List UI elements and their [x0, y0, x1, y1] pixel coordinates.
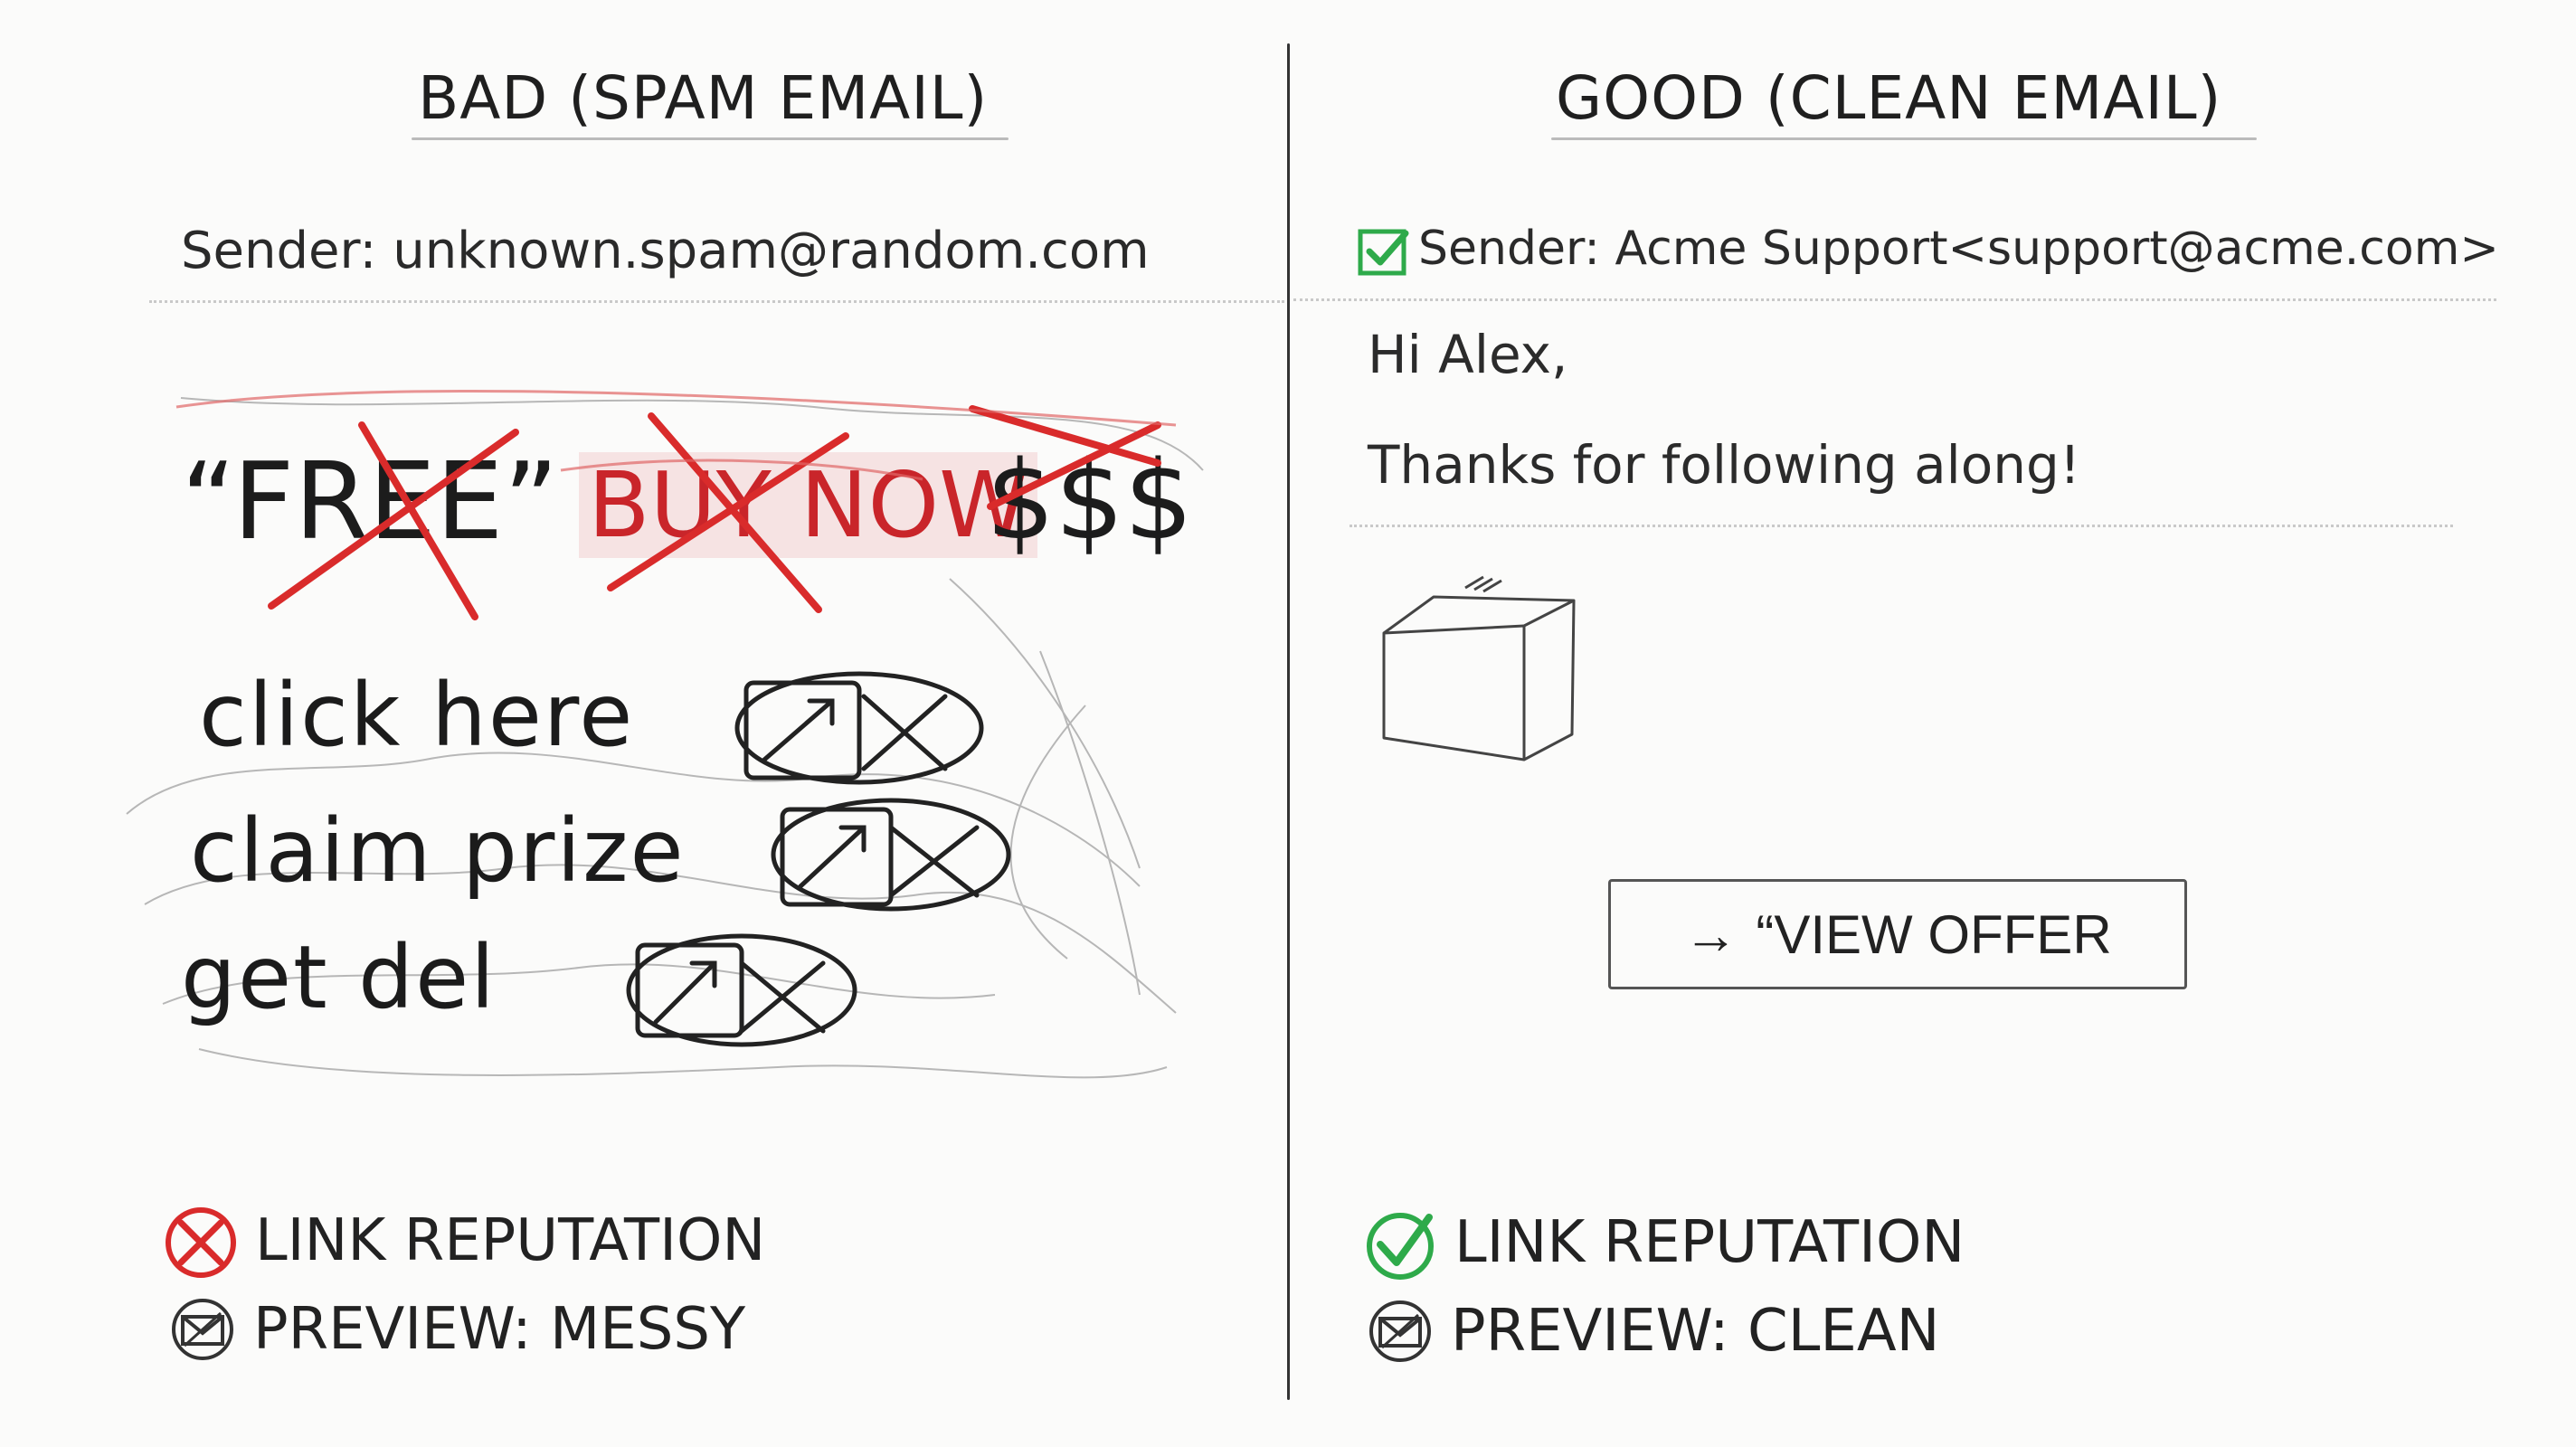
arrow-link-icon: [734, 671, 984, 785]
panel-divider: [1287, 43, 1290, 1400]
arrow-right-icon: →: [1683, 903, 1738, 965]
red-strikethrough: [175, 390, 1177, 620]
arrow-link-icon: [771, 798, 1011, 912]
divider-dotted: [149, 300, 1284, 303]
view-offer-button[interactable]: → “VIEW OFFER: [1608, 879, 2187, 989]
check-square-icon: [1358, 229, 1409, 276]
bad-preview: PREVIEW: MESSY: [168, 1295, 745, 1364]
link-reputation-label: LINK REPUTATION: [255, 1207, 766, 1274]
bad-link-reputation: LINK REPUTATION: [163, 1203, 765, 1279]
divider-dotted: [1293, 298, 2496, 301]
link-reputation-label: LINK REPUTATION: [1454, 1209, 1965, 1276]
check-circle-icon: [1367, 1213, 1434, 1280]
preview-label: PREVIEW: CLEAN: [1451, 1298, 1940, 1365]
body-text: Thanks for following along!: [1368, 434, 2081, 496]
box-icon: [1382, 575, 1576, 761]
bad-heading: BAD (SPAM EMAIL): [418, 63, 989, 133]
arrow-link-icon: [626, 933, 857, 1047]
spam-link-click-here[interactable]: click here: [199, 665, 635, 766]
view-offer-label: “VIEW OFFER: [1756, 903, 2112, 965]
bad-email-panel: BAD (SPAM EMAIL) Sender: unknown.spam@ra…: [0, 0, 1284, 1447]
good-sender: Sender: Acme Support<support@acme.com>: [1418, 222, 2499, 276]
heading-underline: [412, 137, 1009, 140]
spam-link-claim-prize[interactable]: claim prize: [190, 800, 686, 902]
spam-word-buy-now: BUY NOW: [579, 452, 1038, 558]
envelope-icon: [1369, 1300, 1431, 1362]
spam-link-get-del[interactable]: get del: [181, 927, 497, 1028]
envelope-icon: [172, 1299, 233, 1360]
x-circle-icon: [166, 1207, 236, 1278]
good-heading: GOOD (CLEAN EMAIL): [1556, 63, 2222, 133]
scribble-background: [126, 397, 1204, 1079]
bad-sender: Sender: unknown.spam@random.com: [181, 222, 1150, 280]
divider-dotted: [1350, 525, 2453, 527]
preview-label: PREVIEW: MESSY: [253, 1296, 746, 1363]
good-email-panel: GOOD (CLEAN EMAIL) Sender: Acme Support<…: [1293, 0, 2576, 1447]
good-link-reputation: LINK REPUTATION: [1362, 1205, 1965, 1281]
greeting: Hi Alex,: [1368, 324, 1568, 385]
spam-word-free: “FREE”: [181, 439, 559, 563]
heading-underline: [1551, 137, 2257, 140]
good-preview: PREVIEW: CLEAN: [1366, 1297, 1939, 1366]
